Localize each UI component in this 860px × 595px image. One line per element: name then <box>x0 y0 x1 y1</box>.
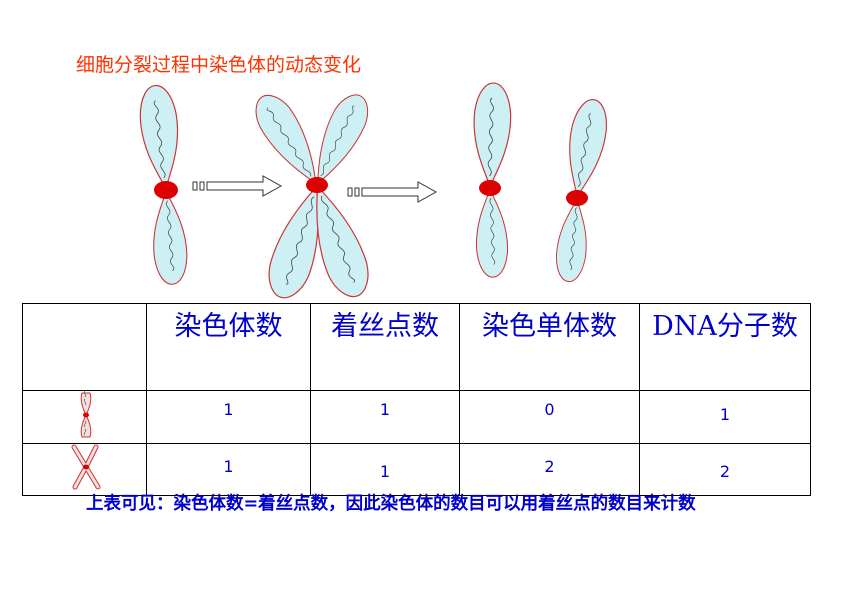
page-title: 细胞分裂过程中染色体的动态变化 <box>76 54 362 76</box>
chromosome-4 <box>553 96 612 284</box>
cell-value: 1 <box>310 390 460 444</box>
duplicated-chromosome-icon <box>22 443 147 496</box>
cell-value: 0 <box>459 390 640 444</box>
cell-value: 1 <box>639 390 811 444</box>
table-row: 1 1 2 2 <box>22 443 811 496</box>
chromosome-2 <box>246 86 377 300</box>
chromosome-1 <box>136 83 190 286</box>
header-dna-count: DNA分子数 <box>639 303 811 391</box>
header-centromere-count: 着丝点数 <box>310 303 460 391</box>
chromosome-dynamics-diagram <box>136 81 612 300</box>
cell-value: 2 <box>639 443 811 496</box>
chromosome-3 <box>471 81 513 279</box>
arrow-1 <box>192 175 282 197</box>
conclusion-text: 上表可见：染色体数=着丝点数，因此染色体的数目可以用着丝点的数目来计数 <box>86 494 696 514</box>
single-chromosome-icon <box>22 390 147 444</box>
table-corner-cell <box>22 303 147 391</box>
header-chromatid-count: 染色单体数 <box>459 303 640 391</box>
cell-value: 1 <box>310 443 460 496</box>
table-row: 1 1 0 1 <box>22 390 811 444</box>
arrow-2 <box>347 181 437 203</box>
cell-value: 1 <box>146 443 311 496</box>
table-header-row: 染色体数 着丝点数 染色单体数 DNA分子数 <box>22 303 811 391</box>
header-chromosome-count: 染色体数 <box>146 303 311 391</box>
chromosome-count-table: 染色体数 着丝点数 染色单体数 DNA分子数 1 1 0 1 <box>22 303 811 496</box>
cell-value: 2 <box>459 443 640 496</box>
cell-value: 1 <box>146 390 311 444</box>
